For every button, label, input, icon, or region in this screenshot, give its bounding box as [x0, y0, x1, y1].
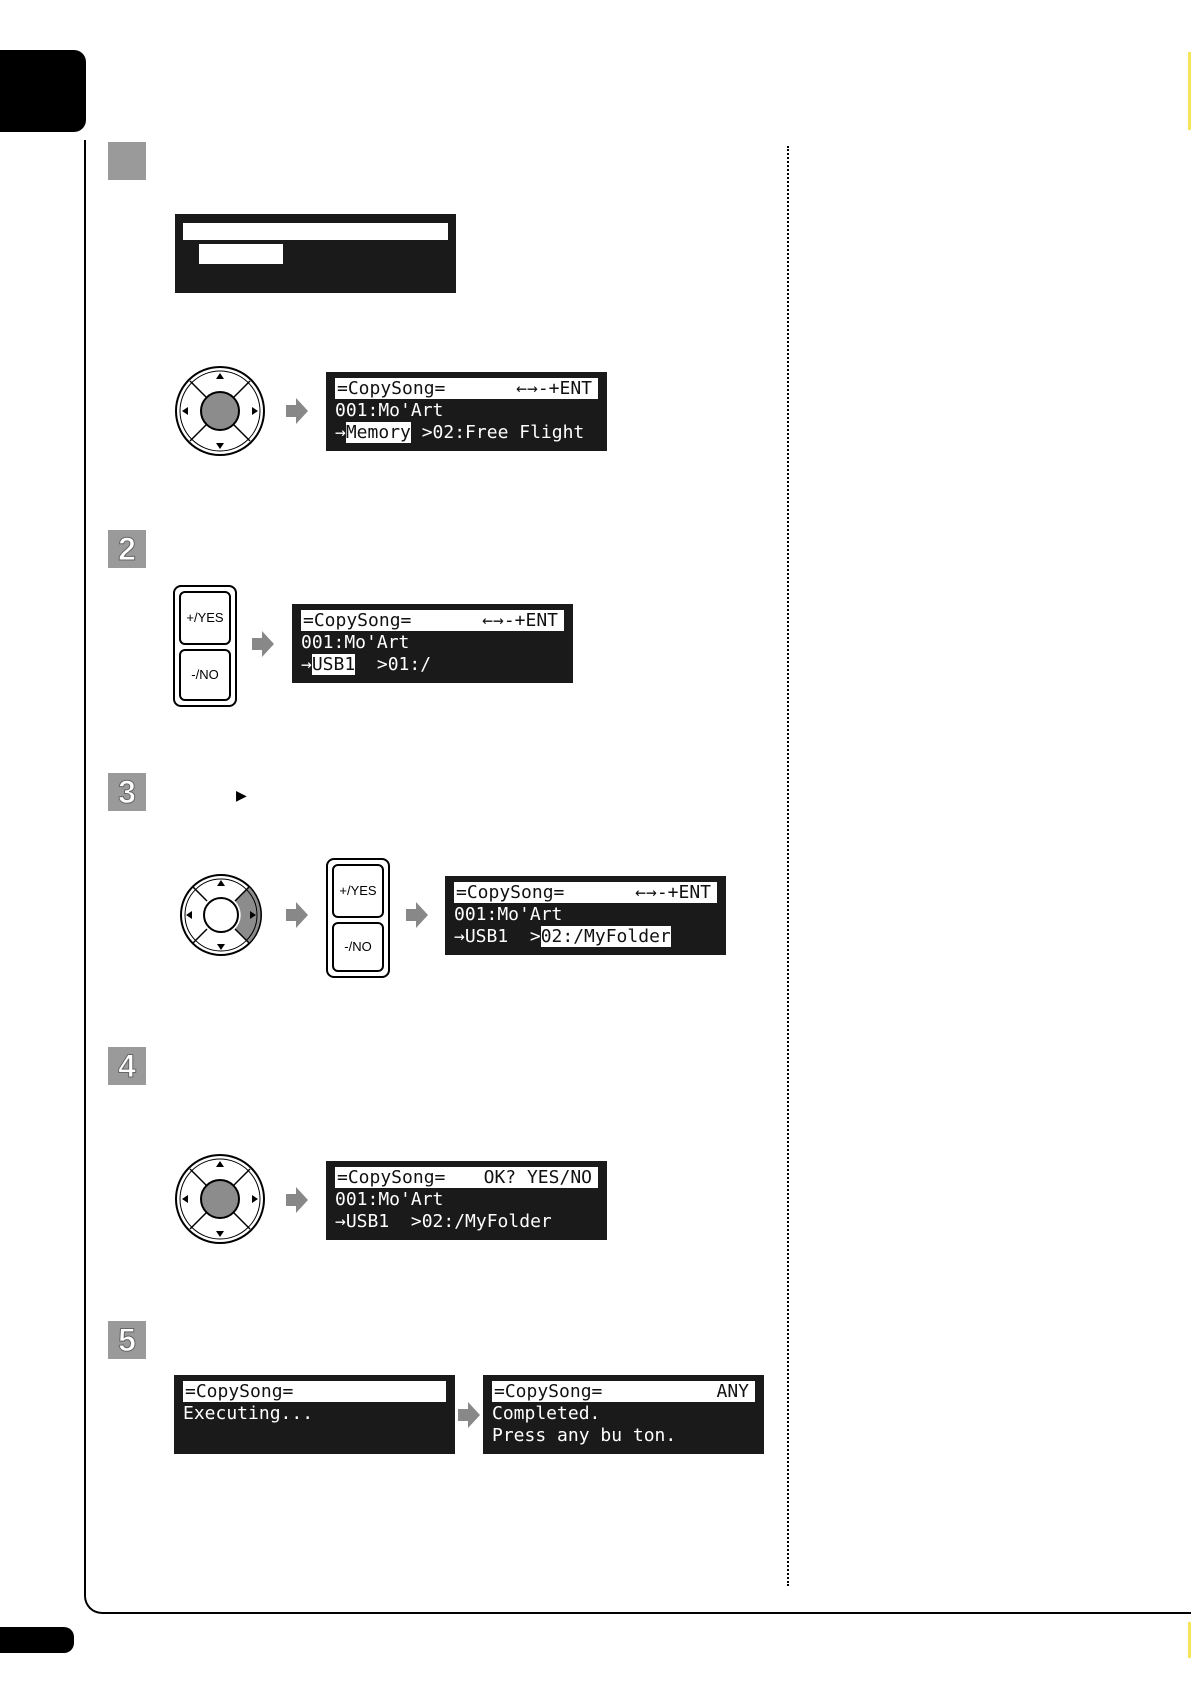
lcd-step3-copysong: =CopySong=←→-+ENT 001:Mo'Art →USB1 >02:/… [445, 876, 726, 955]
lcd-status-line: Executing... [183, 1403, 314, 1424]
yes-button[interactable]: +/YES [179, 591, 231, 645]
lcd-blank-header [183, 223, 448, 240]
lcd-header: =CopySong=←→-+ENT [335, 378, 598, 399]
lcd-destination-line: →USB1 >02:/MyFolder [454, 926, 671, 947]
arrow-right-icon [252, 631, 274, 657]
lcd-step4-confirm: =CopySong=OK? YES/NO 001:Mo'Art →USB1 >0… [326, 1161, 607, 1240]
dial-pad-icon[interactable] [173, 364, 267, 458]
lcd-song-line: 001:Mo'Art [335, 400, 444, 421]
arrow-right-icon [286, 398, 308, 424]
step-2-badge: 2 [108, 530, 146, 568]
arrow-right-icon [458, 1402, 480, 1428]
lcd-step5-executing: =CopySong= Executing... [174, 1375, 455, 1454]
step-4-badge: 4 [108, 1047, 146, 1085]
lcd-status-line: Completed. [492, 1403, 601, 1424]
right-triangle-marker: ▶ [236, 787, 247, 803]
step-3-badge: 3 [108, 773, 146, 811]
arrow-right-icon [406, 902, 428, 928]
lcd-blank-selection [199, 244, 283, 264]
lcd-header: =CopySong=OK? YES/NO [335, 1167, 598, 1188]
dial-pad-icon[interactable] [173, 1152, 267, 1246]
lcd-step2-copysong: =CopySong=←→-+ENT 001:Mo'Art →USB1 >01:/ [292, 604, 573, 683]
lcd-header: =CopySong=←→-+ENT [301, 610, 564, 631]
step-5-badge: 5 [108, 1321, 146, 1359]
content-frame [84, 140, 1191, 1614]
lcd-destination-line: →Memory >02:Free Flight [335, 422, 585, 443]
arrow-right-icon [286, 1187, 308, 1213]
yes-no-rocker[interactable]: +/YES -/NO [326, 858, 390, 978]
lcd-song-line: 001:Mo'Art [301, 632, 410, 653]
column-divider [787, 146, 789, 1586]
yes-button[interactable]: +/YES [332, 864, 384, 918]
yes-no-rocker[interactable]: +/YES -/NO [173, 585, 237, 707]
arrow-right-icon [286, 902, 308, 928]
lcd-step1-copysong: =CopySong=←→-+ENT 001:Mo'Art →Memory >02… [326, 372, 607, 451]
no-button[interactable]: -/NO [179, 649, 231, 701]
no-button[interactable]: -/NO [332, 922, 384, 972]
dial-pad-right-icon[interactable] [178, 872, 264, 958]
step-1-badge [108, 142, 146, 180]
lcd-header: =CopySong=ANY [492, 1381, 755, 1402]
edge-marker-bottom [1188, 1622, 1191, 1658]
lcd-destination-line: →USB1 >01:/ [301, 654, 432, 675]
lcd-step5-completed: =CopySong=ANY Completed. Press any bu to… [483, 1375, 764, 1454]
chapter-tab [0, 50, 86, 132]
lcd-prompt-line: Press any bu ton. [492, 1425, 677, 1446]
lcd-destination-line: →USB1 >02:/MyFolder [335, 1211, 552, 1232]
lcd-header: =CopySong=←→-+ENT [454, 882, 717, 903]
page-number-tab [0, 1627, 74, 1653]
lcd-song-line: 001:Mo'Art [454, 904, 563, 925]
lcd-step1-initial [175, 214, 456, 293]
lcd-header: =CopySong= [183, 1381, 446, 1402]
lcd-song-line: 001:Mo'Art [335, 1189, 444, 1210]
edge-marker-top [1188, 52, 1191, 130]
